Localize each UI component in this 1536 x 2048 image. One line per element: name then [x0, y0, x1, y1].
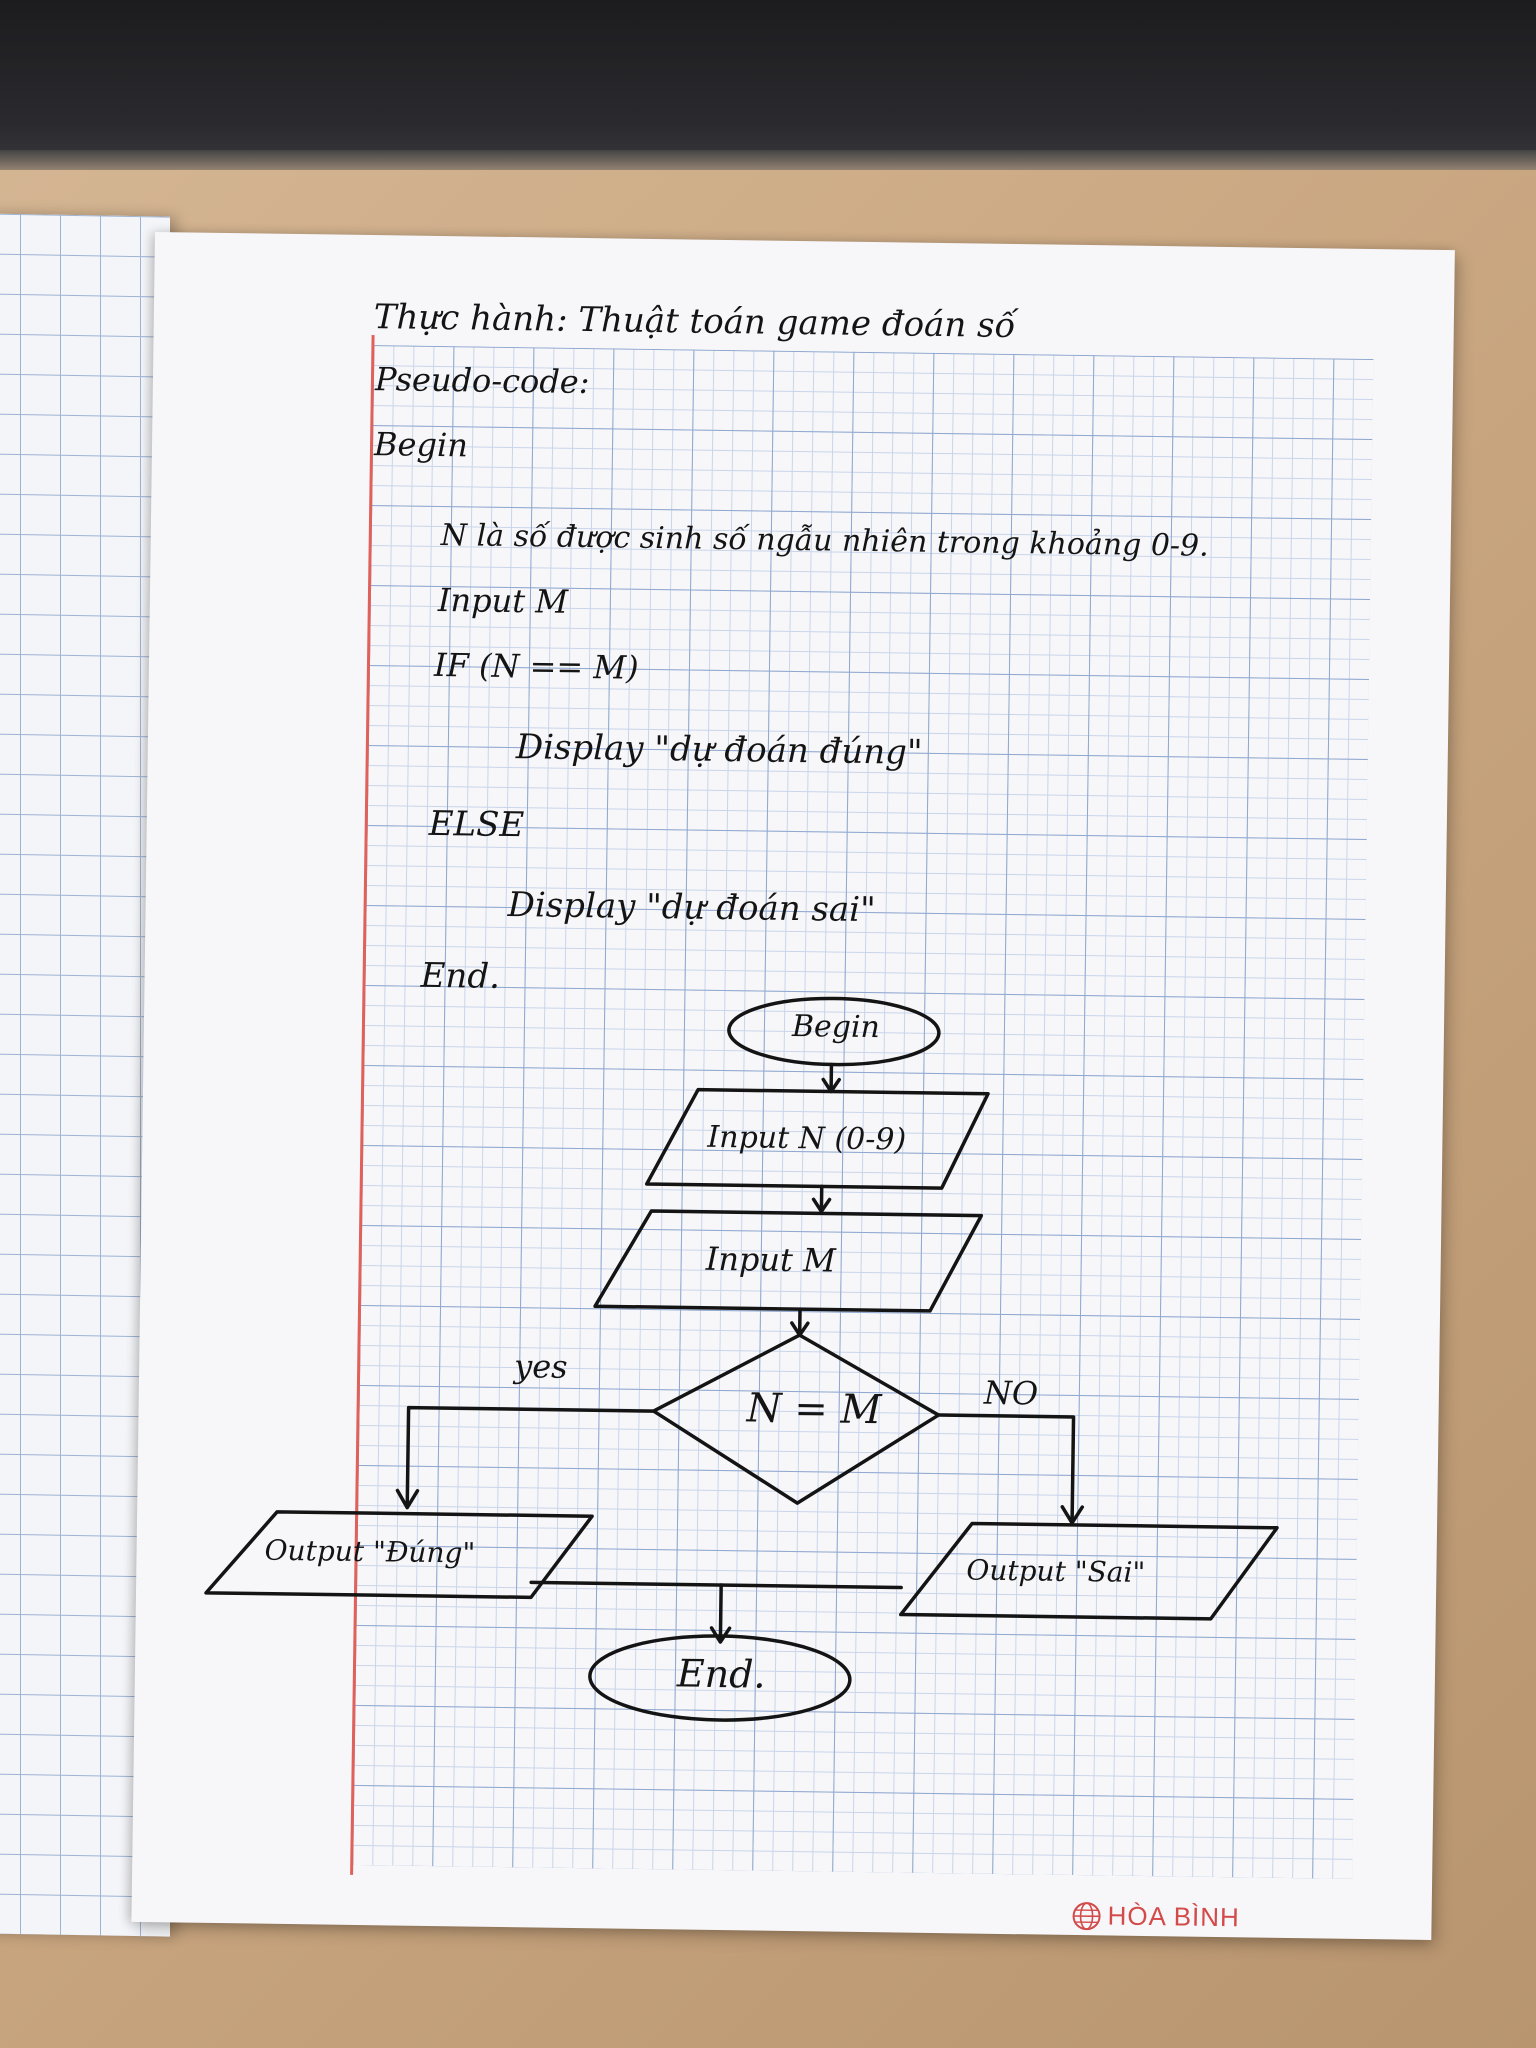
- arrow-merge-to-end: [718, 1583, 723, 1640]
- flow-begin-label: Begin: [791, 1008, 881, 1046]
- brand-mark: HÒA BÌNH: [1071, 1900, 1240, 1933]
- flow-output-no-label: Output "Sai": [966, 1553, 1146, 1589]
- flow-end-label: End.: [676, 1651, 766, 1697]
- flow-decision-label: N = M: [746, 1385, 882, 1434]
- input-m-parallelogram: [593, 1209, 984, 1313]
- output-no-parallelogram: [899, 1521, 1279, 1621]
- globe-icon: [1072, 1901, 1101, 1930]
- end-terminal: [588, 1634, 852, 1722]
- notebook-page: Thực hành: Thuật toán game đoán số Pseud…: [131, 232, 1455, 1940]
- flow-input-n-label: Input N (0-9): [707, 1119, 907, 1158]
- laptop-background: [0, 0, 1536, 175]
- yes-branch-line: [405, 1405, 656, 1506]
- flow-yes-label: yes: [513, 1347, 568, 1386]
- flow-input-m-label: Input M: [705, 1239, 837, 1280]
- output-yes-parallelogram: [204, 1510, 594, 1600]
- input-n-parallelogram: [645, 1087, 990, 1190]
- flowchart: [204, 996, 1279, 1722]
- decision-diamond: [651, 1333, 941, 1505]
- brand-name: HÒA BÌNH: [1107, 1900, 1241, 1933]
- begin-terminal: [727, 996, 941, 1067]
- flow-no-label: NO: [983, 1373, 1039, 1413]
- merge-line: [529, 1580, 903, 1590]
- no-branch-line: [936, 1413, 1076, 1522]
- flow-output-yes-label: Output "Đúng": [264, 1533, 476, 1570]
